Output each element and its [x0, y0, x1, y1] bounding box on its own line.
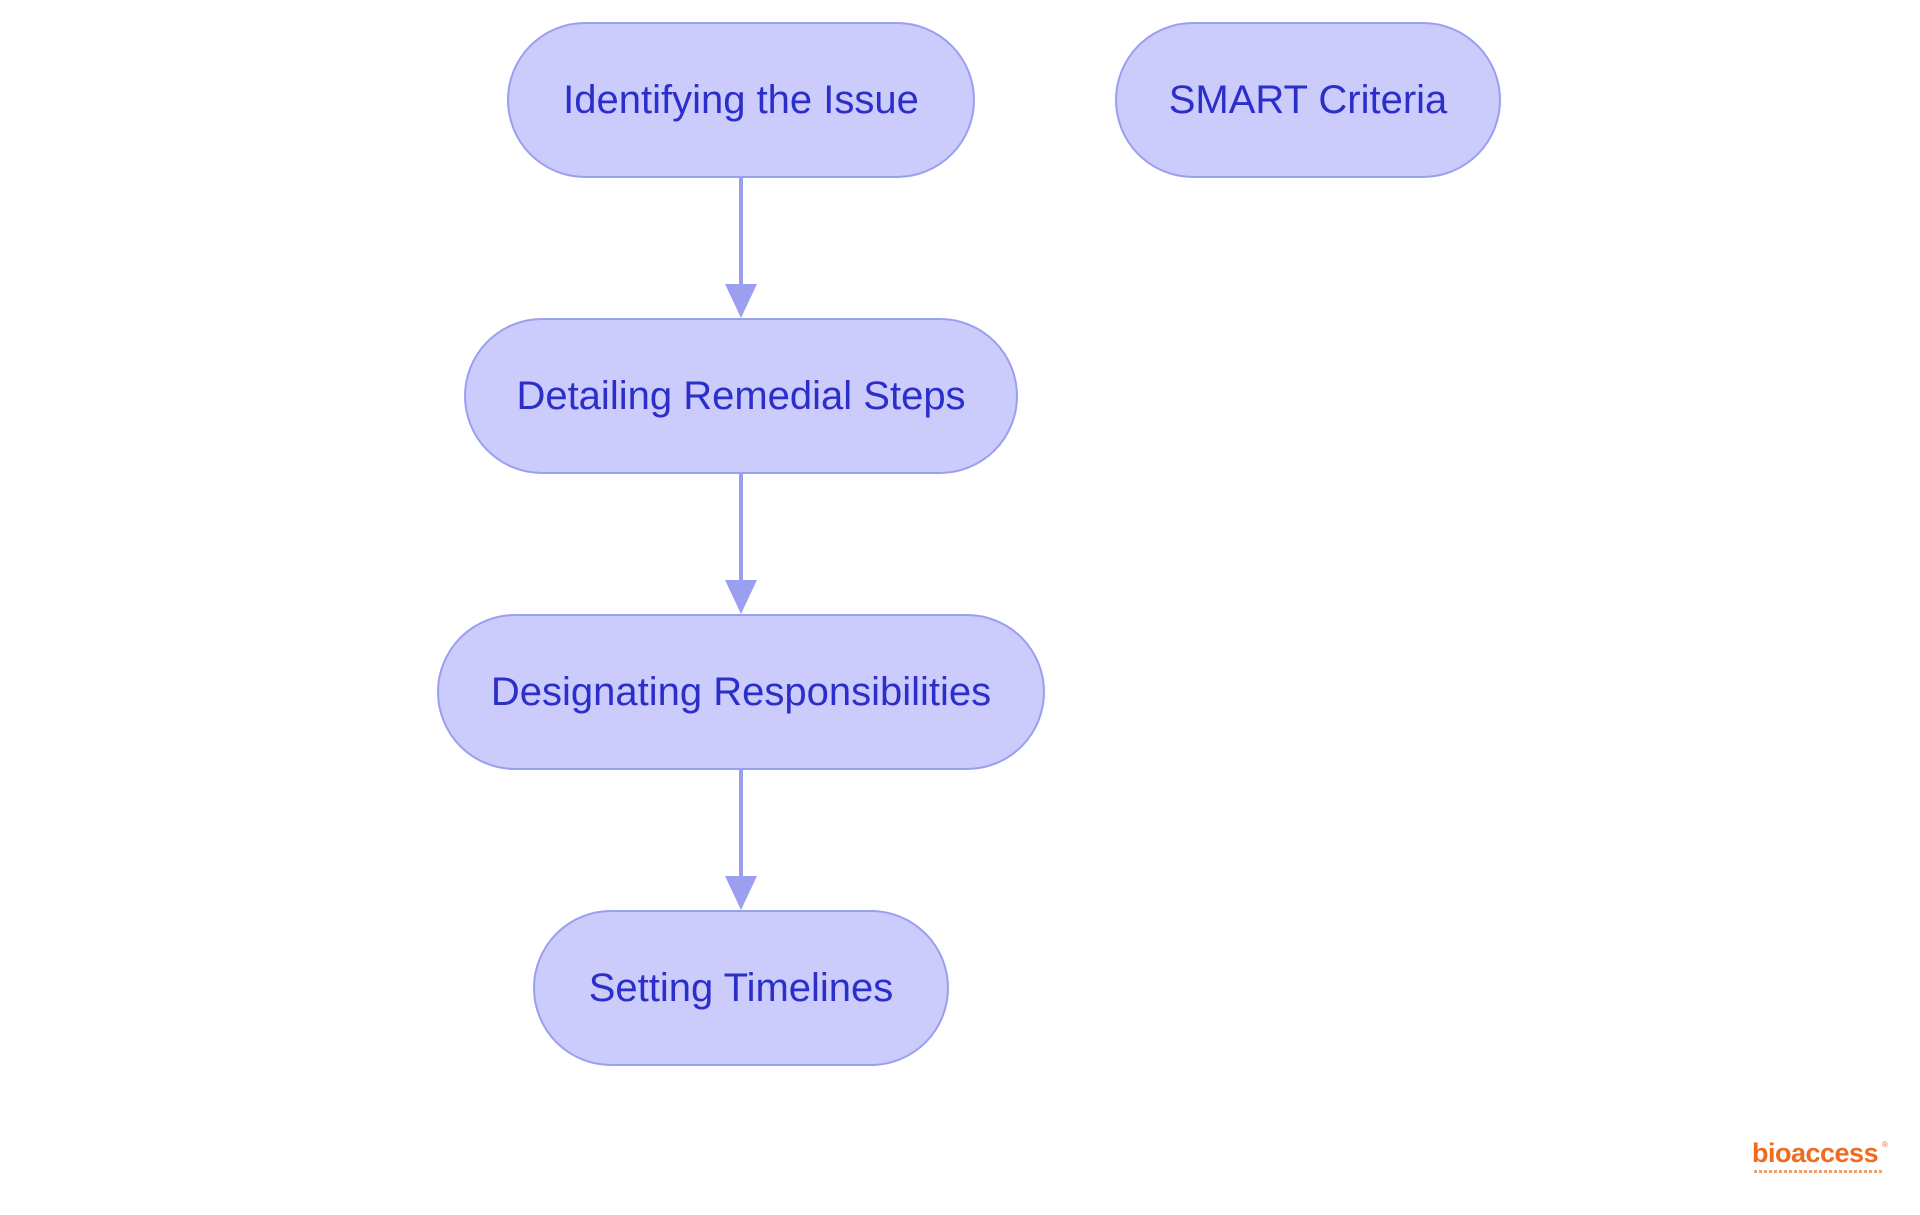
node-label: SMART Criteria	[1168, 77, 1448, 122]
node-designating-responsibilities: Designating Responsibilities	[437, 614, 1045, 770]
node-identifying-the-issue: Identifying the Issue	[507, 22, 975, 178]
node-smart-criteria: SMART Criteria	[1115, 22, 1501, 178]
edge-designating-to-setting	[725, 770, 757, 910]
node-label: Detailing Remedial Steps	[516, 373, 966, 418]
edge-identifying-to-detailing	[725, 178, 757, 318]
logo-tagline-graphic	[1754, 1170, 1882, 1173]
node-label: Identifying the Issue	[563, 77, 919, 122]
node-label: Setting Timelines	[588, 965, 894, 1010]
edge-detailing-to-designating	[725, 474, 757, 614]
node-label: Designating Responsibilities	[490, 669, 992, 714]
registered-mark-icon: ®	[1882, 1140, 1888, 1149]
node-setting-timelines: Setting Timelines	[533, 910, 949, 1066]
logo-wordmark: bioaccess	[1752, 1138, 1879, 1168]
bioaccess-logo: bioaccess ®	[1752, 1138, 1888, 1180]
node-detailing-remedial-steps: Detailing Remedial Steps	[464, 318, 1018, 474]
